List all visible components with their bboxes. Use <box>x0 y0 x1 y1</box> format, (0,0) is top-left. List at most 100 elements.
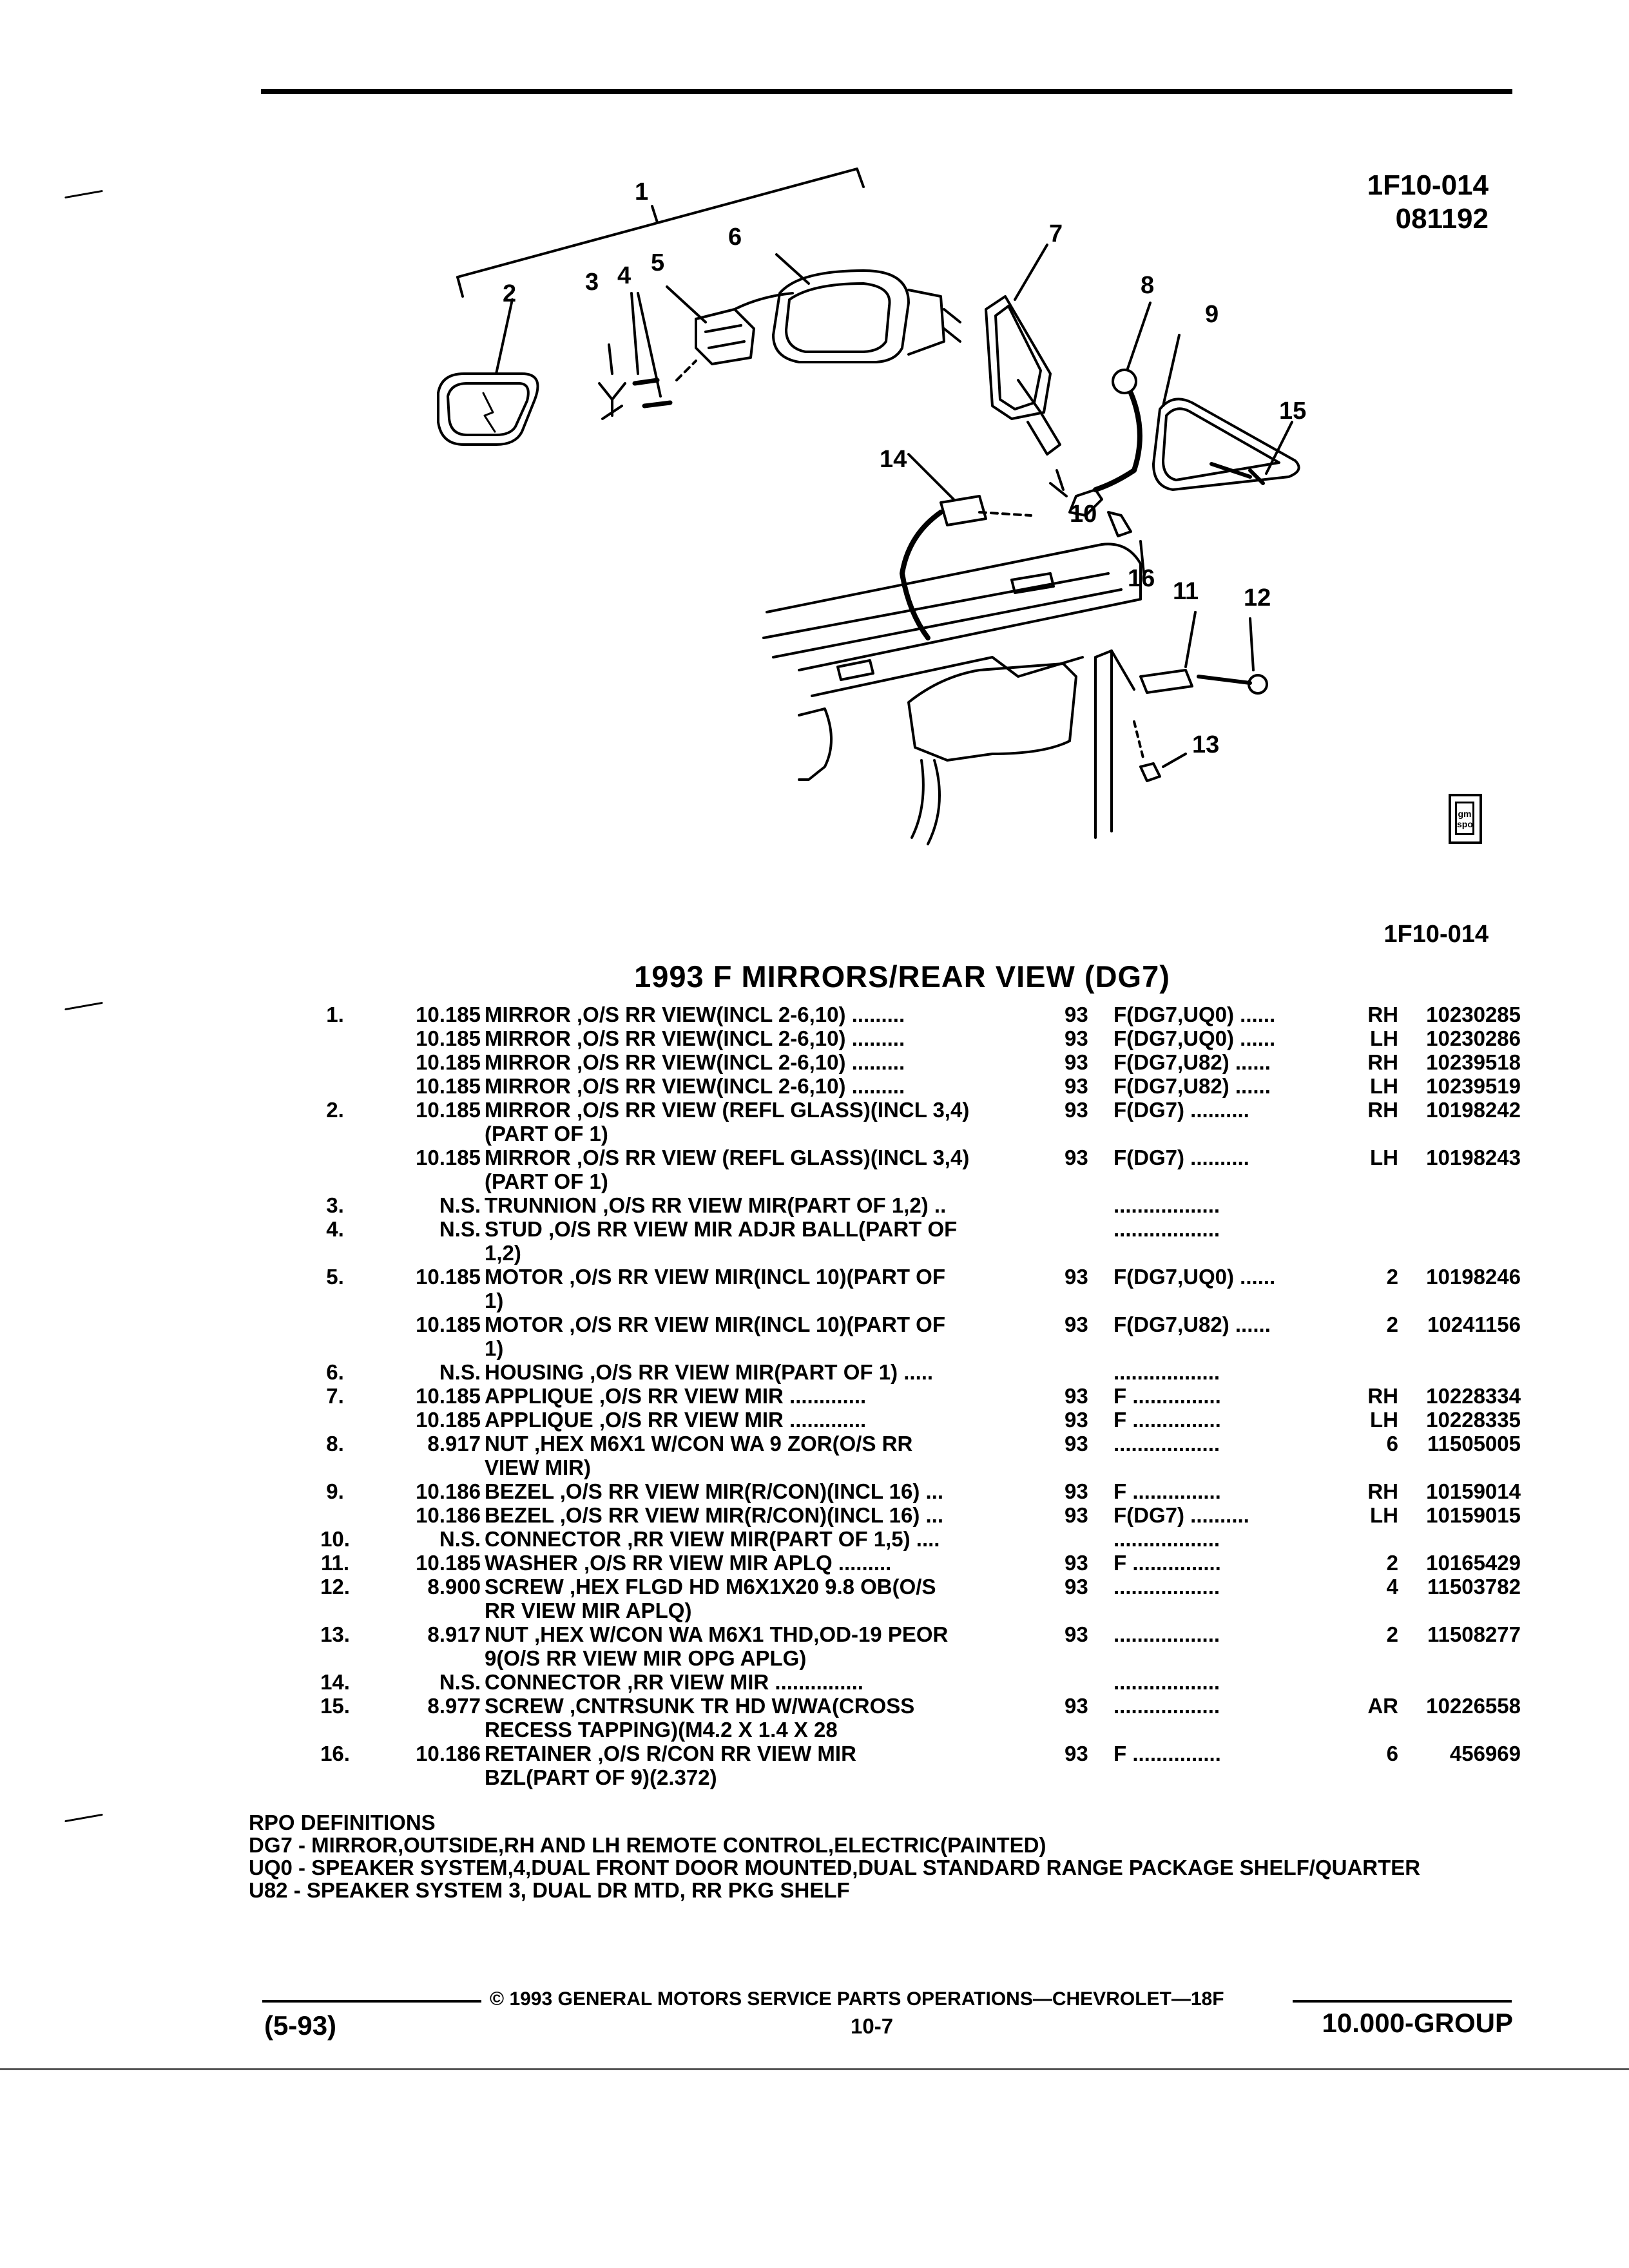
cell-year: 93 <box>1065 1312 1088 1336</box>
cell-code: F ............... <box>1113 1408 1221 1432</box>
cell-pn: 10198243 <box>1426 1146 1521 1169</box>
cell-desc: SCREW ,CNTRSUNK TR HD W/WA(CROSS <box>485 1694 915 1718</box>
cell-desc: CONNECTOR ,RR VIEW MIR ............... <box>485 1670 863 1694</box>
callout-6: 6 <box>728 224 742 251</box>
gm-spo-logo: gm spo <box>1449 794 1482 844</box>
cell-year: 93 <box>1065 1575 1088 1599</box>
callout-5: 5 <box>651 249 664 276</box>
cell-group: N.S. <box>439 1360 481 1384</box>
margin-mark <box>64 1001 103 1011</box>
cell-pn: 10159015 <box>1426 1503 1521 1527</box>
cell-code: F ............... <box>1113 1551 1221 1575</box>
cell-desc: 1) <box>485 1289 504 1312</box>
figure-date: 081192 <box>1395 203 1489 235</box>
cell-group: N.S. <box>439 1193 481 1217</box>
cell-group: 10.185 <box>416 1098 481 1122</box>
cell-pn: 10230285 <box>1426 1003 1521 1026</box>
cell-desc: MOTOR ,O/S RR VIEW MIR(INCL 10)(PART OF <box>485 1312 946 1336</box>
callout-14: 14 <box>880 446 907 473</box>
callout-9: 9 <box>1205 301 1219 328</box>
cell-group: 10.185 <box>416 1551 481 1575</box>
cell-qty: 2 <box>1386 1551 1398 1575</box>
cell-qty: 6 <box>1386 1742 1398 1765</box>
cell-item: 8. <box>326 1432 344 1456</box>
cell-year: 93 <box>1065 1551 1088 1575</box>
cell-group: 8.917 <box>427 1622 481 1646</box>
callout-8: 8 <box>1141 272 1154 299</box>
cell-group: 10.185 <box>416 1146 481 1169</box>
cell-desc: (PART OF 1) <box>485 1122 608 1146</box>
cell-year: 93 <box>1065 1026 1088 1050</box>
cell-group: 10.185 <box>416 1003 481 1026</box>
table-row: 6.N.S.HOUSING ,O/S RR VIEW MIR(PART OF 1… <box>316 1360 1521 1384</box>
table-row: RR VIEW MIR APLQ) <box>316 1599 1521 1622</box>
footer-rule-left <box>262 2000 481 2003</box>
cell-qty: 6 <box>1386 1432 1398 1456</box>
cell-pn: 11508277 <box>1427 1622 1521 1646</box>
cell-pn: 11503782 <box>1427 1575 1521 1599</box>
cell-year: 93 <box>1065 1503 1088 1527</box>
rpo-line-dg7: DG7 - MIRROR,OUTSIDE,RH AND LH REMOTE CO… <box>249 1833 1046 1857</box>
cell-code: .................. <box>1113 1432 1220 1456</box>
page-number: 10-7 <box>851 2014 894 2038</box>
callout-4: 4 <box>617 262 631 289</box>
cell-item: 12. <box>320 1575 350 1599</box>
cell-desc: MOTOR ,O/S RR VIEW MIR(INCL 10)(PART OF <box>485 1265 946 1289</box>
footer-date: (5-93) <box>264 2010 337 2041</box>
table-row: 4.N.S.STUD ,O/S RR VIEW MIR ADJR BALL(PA… <box>316 1217 1521 1241</box>
cell-code: F(DG7,U82) ...... <box>1113 1312 1271 1336</box>
cell-code: .................. <box>1113 1670 1220 1694</box>
rpo-heading: RPO DEFINITIONS <box>249 1811 436 1834</box>
cell-desc: TRUNNION ,O/S RR VIEW MIR(PART OF 1,2) .… <box>485 1193 947 1217</box>
cell-desc: APPLIQUE ,O/S RR VIEW MIR ............. <box>485 1408 867 1432</box>
exploded-diagram: 1 2 3 4 5 6 7 8 9 10 11 12 13 14 15 16 <box>437 168 1306 845</box>
cell-code: F ............... <box>1113 1742 1221 1765</box>
cell-pn: 456969 <box>1449 1742 1521 1765</box>
callout-13: 13 <box>1192 731 1219 758</box>
callout-11: 11 <box>1173 578 1199 605</box>
cell-item: 3. <box>326 1193 344 1217</box>
cell-desc: MIRROR ,O/S RR VIEW (REFL GLASS)(INCL 3,… <box>485 1098 970 1122</box>
cell-pn: 10198242 <box>1426 1098 1521 1122</box>
cell-year: 93 <box>1065 1742 1088 1765</box>
cell-qty: LH <box>1370 1026 1398 1050</box>
cell-desc: WASHER ,O/S RR VIEW MIR APLQ ......... <box>485 1551 892 1575</box>
cell-code: F(DG7) .......... <box>1113 1098 1249 1122</box>
cell-pn: 10165429 <box>1426 1551 1521 1575</box>
cell-year: 93 <box>1065 1146 1088 1169</box>
cell-desc: MIRROR ,O/S RR VIEW(INCL 2-6,10) .......… <box>485 1003 905 1026</box>
housing <box>772 269 910 363</box>
cell-code: .................. <box>1113 1694 1220 1718</box>
cell-item: 9. <box>326 1479 344 1503</box>
cell-pn: 10241156 <box>1427 1312 1521 1336</box>
cell-item: 7. <box>326 1384 344 1408</box>
cell-group: N.S. <box>439 1670 481 1694</box>
cell-qty: 2 <box>1386 1622 1398 1646</box>
cell-code: F(DG7,UQ0) ...... <box>1113 1003 1276 1026</box>
cell-code: F(DG7,U82) ...... <box>1113 1074 1271 1098</box>
cell-item: 11. <box>320 1551 350 1575</box>
cell-pn: 10239518 <box>1426 1050 1521 1074</box>
cell-qty: 2 <box>1386 1265 1398 1289</box>
callout-16: 16 <box>1128 565 1155 592</box>
table-row: 9(O/S RR VIEW MIR OPG APLG) <box>316 1646 1521 1670</box>
cell-item: 14. <box>320 1670 350 1694</box>
table-row: VIEW MIR) <box>316 1456 1521 1479</box>
cell-year: 93 <box>1065 1432 1088 1456</box>
cell-qty: LH <box>1370 1146 1398 1169</box>
table-row: RECESS TAPPING)(M4.2 X 1.4 X 28 <box>316 1718 1521 1742</box>
cell-year: 93 <box>1065 1384 1088 1408</box>
footer-copyright: © 1993 GENERAL MOTORS SERVICE PARTS OPER… <box>490 1988 1224 2010</box>
cell-pn: 10226558 <box>1426 1694 1521 1718</box>
cell-code: .................. <box>1113 1575 1220 1599</box>
cell-qty: LH <box>1370 1074 1398 1098</box>
